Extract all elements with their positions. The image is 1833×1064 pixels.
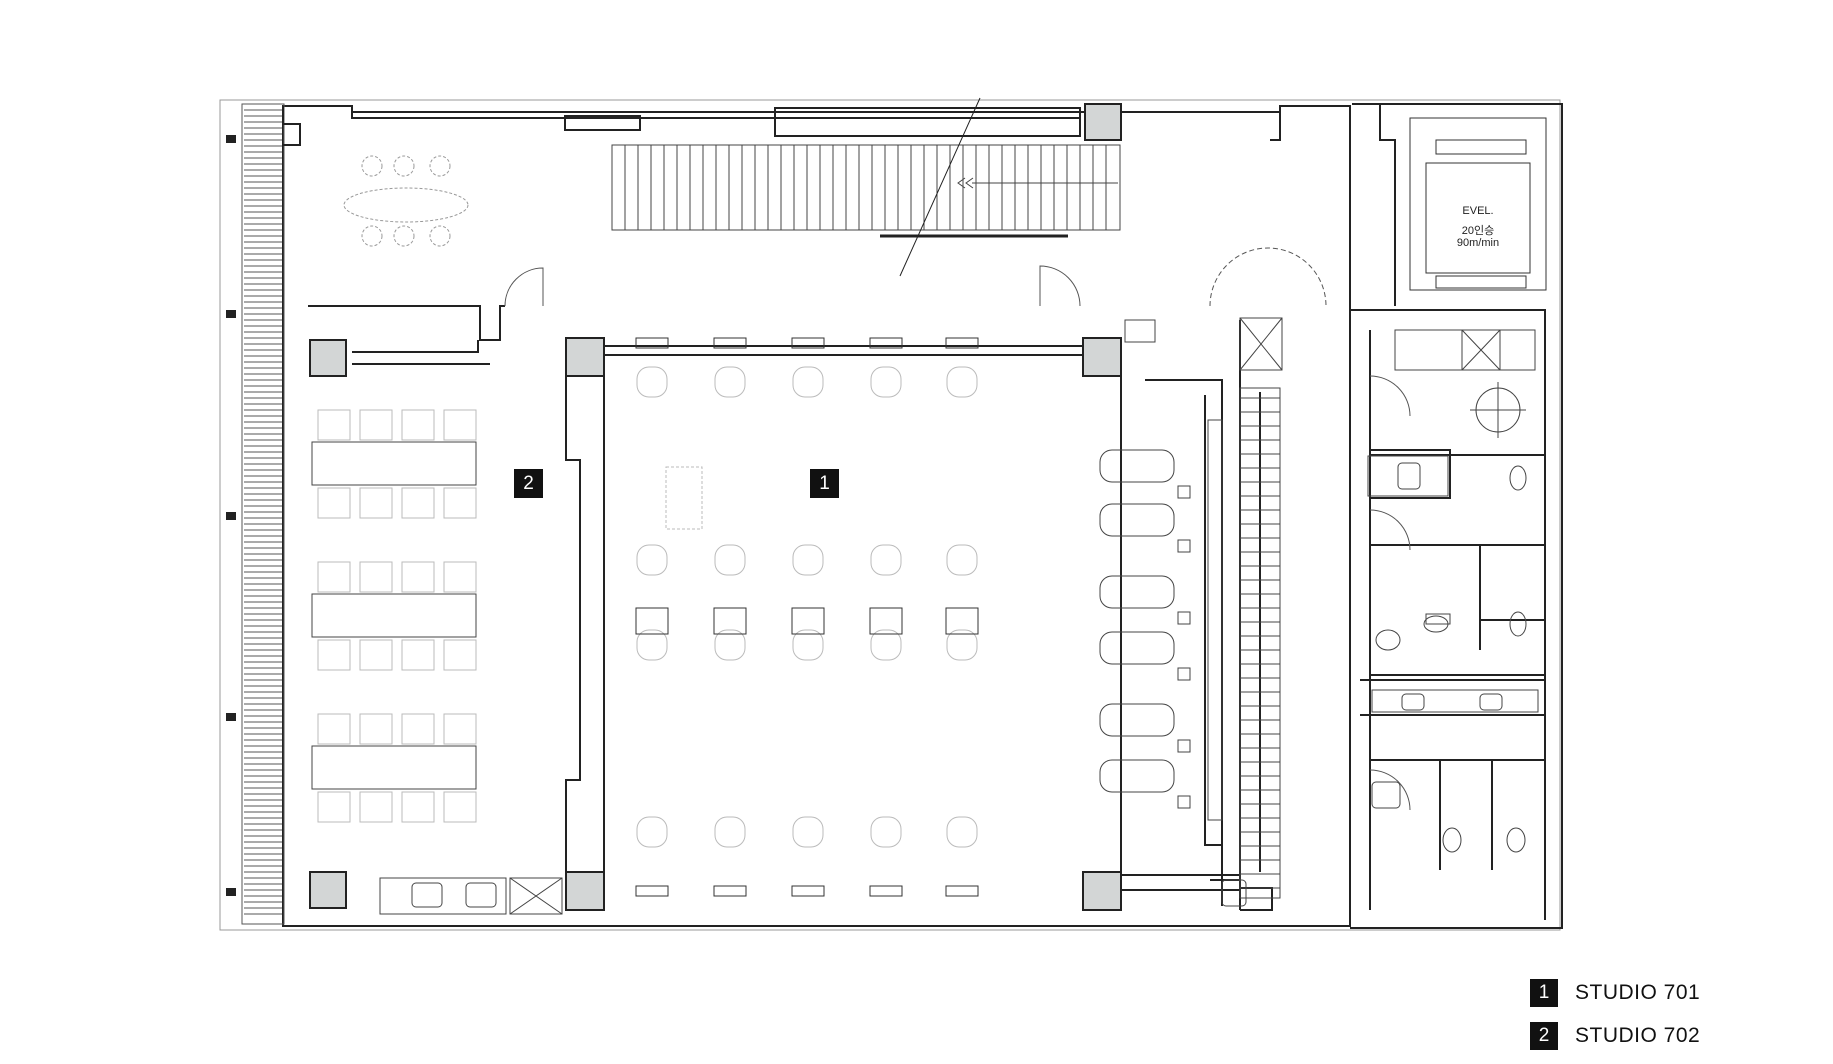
legend-item-studio-701: 1 STUDIO 701	[1530, 978, 1700, 1008]
shafts	[1124, 317, 1283, 371]
grid-markers	[226, 135, 236, 896]
studio-702-furniture	[311, 409, 563, 915]
interior-walls	[282, 104, 1546, 926]
legend-item-studio-702: 2 STUDIO 702	[1530, 1021, 1700, 1051]
legend-label: STUDIO 702	[1575, 1024, 1701, 1047]
restroom-fixtures	[1221, 329, 1539, 907]
lounge-table	[343, 155, 469, 247]
structural-columns	[309, 103, 1122, 911]
recliner-row	[1099, 419, 1223, 821]
fire-stair	[1239, 387, 1281, 899]
elevator-capacity: 20인승	[1461, 225, 1495, 237]
exterior-deck	[241, 103, 285, 925]
legend-label: STUDIO 701	[1575, 981, 1701, 1004]
main-stair	[611, 97, 1121, 277]
elevator	[1409, 117, 1547, 291]
legend: 1 STUDIO 701 2 STUDIO 702	[1530, 978, 1700, 1064]
studio-701-furniture	[636, 366, 978, 848]
elevator-label: EVEL.	[1462, 205, 1494, 217]
studio-701-stations	[635, 337, 979, 897]
room-badge-2: 2	[514, 469, 543, 498]
doors	[504, 247, 1411, 811]
elevator-speed: 90m/min	[1456, 237, 1500, 249]
legend-key: 2	[1530, 1022, 1558, 1050]
room-badge-1: 1	[810, 469, 839, 498]
outer-walls	[219, 99, 1563, 931]
legend-key: 1	[1530, 979, 1558, 1007]
